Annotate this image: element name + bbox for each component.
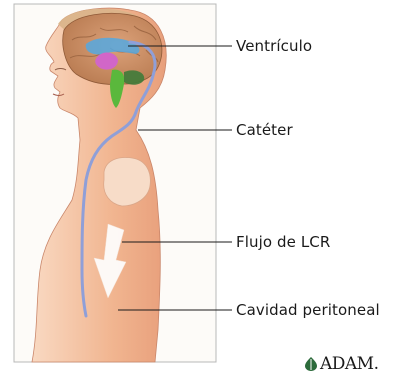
arm [104,158,151,206]
label-peritoneal-cavity: Cavidad peritoneal [236,301,380,319]
label-catheter: Catéter [236,121,293,139]
label-csf-flow: Flujo de LCR [236,233,330,251]
adam-leaf-icon [302,355,320,373]
label-ventricle: Ventrículo [236,37,312,55]
adam-logo-text: ADAM. [320,354,379,374]
adam-logo: ADAM. [302,353,379,375]
